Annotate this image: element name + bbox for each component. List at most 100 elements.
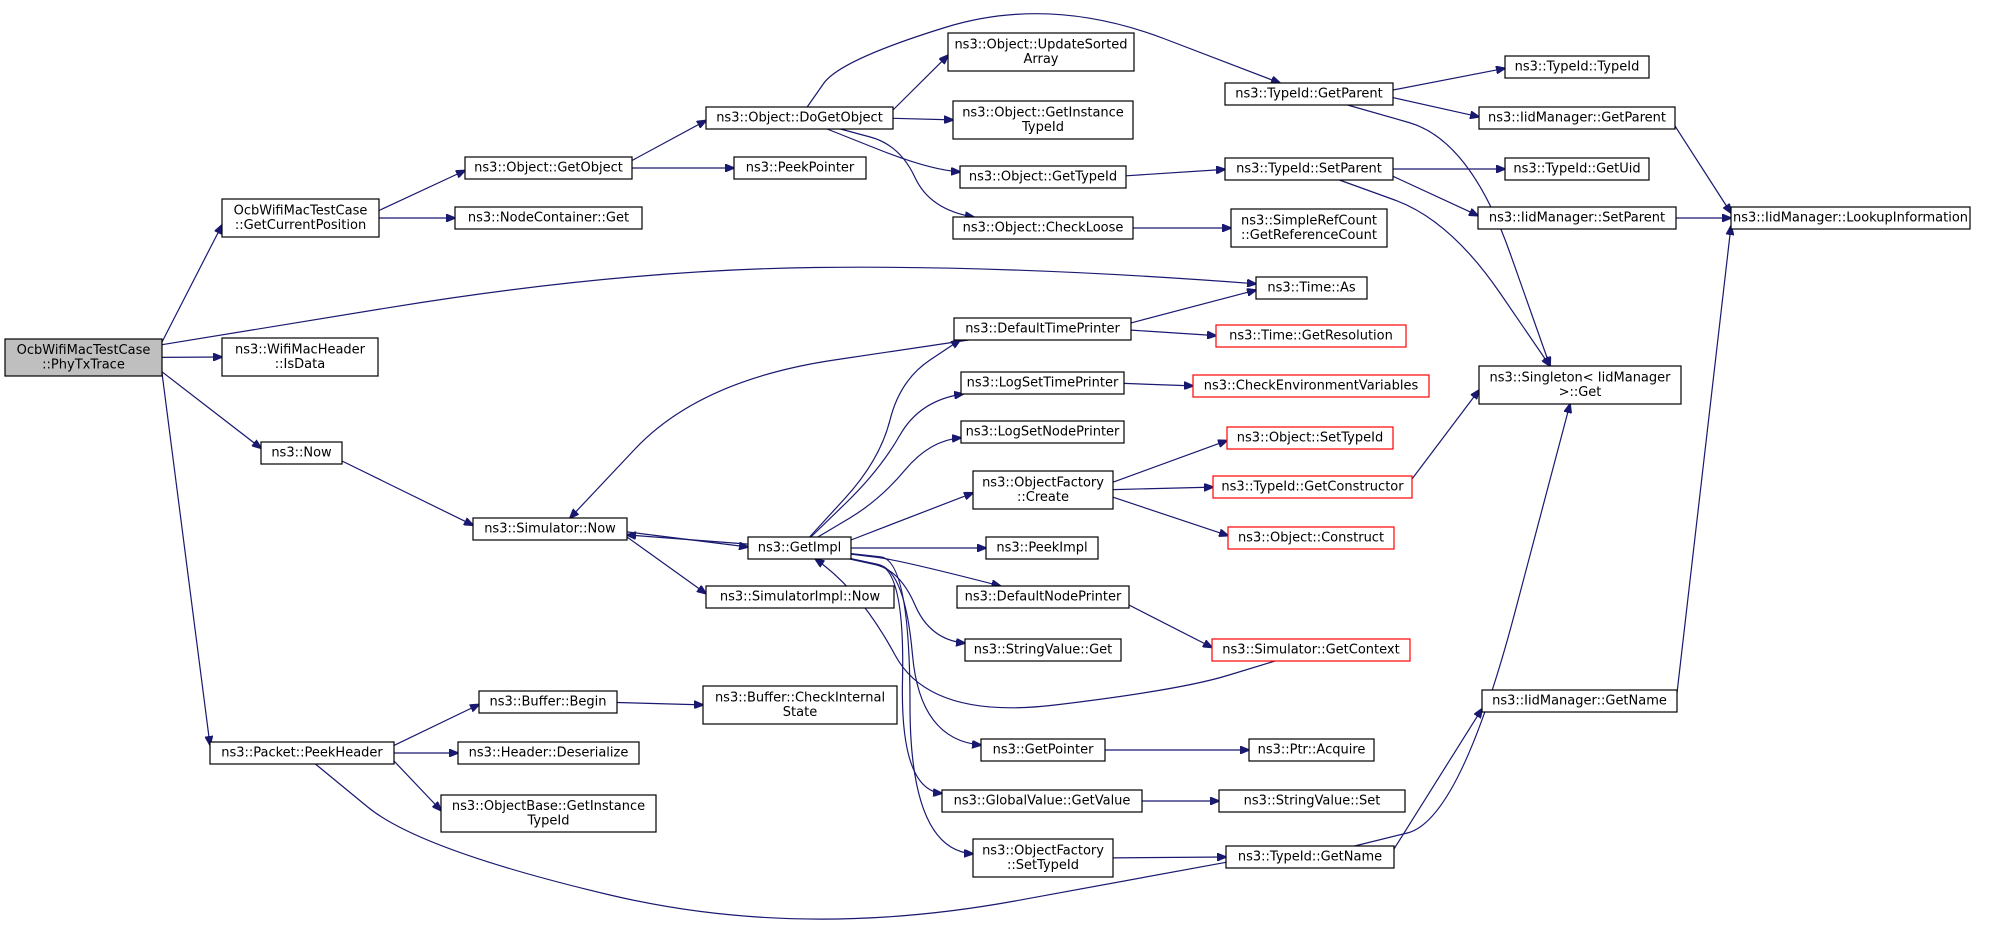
node-box[interactable] (953, 317, 1132, 341)
node-objfactsettype[interactable]: ns3::ObjectFactory::SetTypeId (972, 838, 1114, 878)
node-box[interactable] (1478, 106, 1676, 130)
node-box[interactable] (947, 32, 1135, 72)
node-objfactcreate[interactable]: ns3::ObjectFactory::Create (972, 470, 1114, 510)
node-box[interactable] (4, 338, 163, 377)
node-nodecontainer[interactable]: ns3::NodeContainer::Get (454, 206, 643, 230)
node-objsettypeid[interactable]: ns3::Object::SetTypeId (1226, 426, 1394, 450)
node-box[interactable] (972, 470, 1114, 510)
node-box[interactable] (1212, 475, 1413, 499)
node-typeidgetctor[interactable]: ns3::TypeId::GetConstructor (1212, 475, 1413, 499)
node-box[interactable] (705, 585, 895, 609)
node-defnodeprinter[interactable]: ns3::DefaultNodePrinter (956, 585, 1130, 609)
node-typeidsetparent[interactable]: ns3::TypeId::SetParent (1224, 157, 1394, 181)
node-box[interactable] (1224, 82, 1394, 106)
node-deftimeprinter[interactable]: ns3::DefaultTimePrinter (953, 317, 1132, 341)
node-deserialize[interactable]: ns3::Header::Deserialize (457, 741, 640, 765)
node-simnow[interactable]: ns3::Simulator::Now (472, 517, 628, 541)
node-box[interactable] (972, 838, 1114, 878)
node-box[interactable] (733, 156, 867, 180)
node-ptracquire[interactable]: ns3::Ptr::Acquire (1248, 738, 1375, 762)
node-simplerefcount[interactable]: ns3::SimpleRefCount::GetReferenceCount (1230, 208, 1388, 248)
node-box[interactable] (464, 156, 633, 180)
node-box[interactable] (1215, 324, 1407, 348)
node-bufbegin[interactable]: ns3::Buffer::Begin (478, 690, 618, 714)
node-box[interactable] (1211, 638, 1411, 662)
node-logsetnode[interactable]: ns3::LogSetNodePrinter (960, 420, 1125, 444)
node-timegetres[interactable]: ns3::Time::GetResolution (1215, 324, 1407, 348)
node-box[interactable] (472, 517, 628, 541)
node-box[interactable] (1230, 208, 1388, 248)
node-objgettypeid[interactable]: ns3::Object::GetTypeId (959, 165, 1127, 189)
node-now[interactable]: ns3::Now (260, 441, 343, 465)
node-peekpointer[interactable]: ns3::PeekPointer (733, 156, 867, 180)
node-box[interactable] (960, 420, 1125, 444)
node-box[interactable] (952, 216, 1134, 240)
node-getimpl[interactable]: ns3::GetImpl (747, 536, 852, 560)
node-timeas[interactable]: ns3::Time::As (1255, 276, 1368, 300)
node-objconstruct[interactable]: ns3::Object::Construct (1227, 526, 1395, 550)
node-box[interactable] (478, 690, 618, 714)
node-box[interactable] (221, 337, 379, 377)
node-strvalset[interactable]: ns3::StringValue::Set (1218, 789, 1406, 813)
node-box[interactable] (1477, 206, 1677, 230)
node-box[interactable] (959, 165, 1127, 189)
node-iidsetparent[interactable]: ns3::IidManager::SetParent (1477, 206, 1677, 230)
node-getobject[interactable]: ns3::Object::GetObject (464, 156, 633, 180)
node-logsettime[interactable]: ns3::LogSetTimePrinter (960, 371, 1125, 395)
node-getpointer[interactable]: ns3::GetPointer (980, 738, 1106, 762)
node-box[interactable] (1192, 374, 1430, 398)
node-globalgetvalue[interactable]: ns3::GlobalValue::GetValue (941, 789, 1143, 813)
node-box[interactable] (956, 585, 1130, 609)
node-typeidgetuid[interactable]: ns3::TypeId::GetUid (1504, 157, 1650, 181)
node-isdata[interactable]: ns3::WifiMacHeader::IsData (221, 337, 379, 377)
node-box[interactable] (985, 536, 1099, 560)
node-box[interactable] (1225, 845, 1395, 869)
node-getcurpos[interactable]: OcbWifiMacTestCase::GetCurrentPosition (221, 198, 380, 238)
node-box[interactable] (1481, 689, 1678, 713)
node-box[interactable] (952, 100, 1134, 140)
node-typeidgetname[interactable]: ns3::TypeId::GetName (1225, 845, 1395, 869)
node-dogetobject[interactable]: ns3::Object::DoGetObject (705, 106, 894, 130)
node-box[interactable] (1478, 365, 1682, 405)
node-typeidtypeid[interactable]: ns3::TypeId::TypeId (1504, 55, 1650, 79)
node-box[interactable] (980, 738, 1106, 762)
node-strvalget[interactable]: ns3::StringValue::Get (964, 638, 1122, 662)
node-box[interactable] (209, 741, 395, 765)
node-box[interactable] (1226, 426, 1394, 450)
node-box[interactable] (702, 685, 898, 725)
node-box[interactable] (1504, 157, 1650, 181)
node-singletonget[interactable]: ns3::Singleton< IidManager >::Get (1478, 365, 1682, 405)
node-box[interactable] (454, 206, 643, 230)
node-checkenv[interactable]: ns3::CheckEnvironmentVariables (1192, 374, 1430, 398)
node-box[interactable] (941, 789, 1143, 813)
node-peekheader[interactable]: ns3::Packet::PeekHeader (209, 741, 395, 765)
node-box[interactable] (1504, 55, 1650, 79)
node-typeidgetparent[interactable]: ns3::TypeId::GetParent (1224, 82, 1394, 106)
node-iidgetname[interactable]: ns3::IidManager::GetName (1481, 689, 1678, 713)
node-box[interactable] (221, 198, 380, 238)
node-simgetcontext[interactable]: ns3::Simulator::GetContext (1211, 638, 1411, 662)
node-iidgetparent[interactable]: ns3::IidManager::GetParent (1478, 106, 1676, 130)
node-box[interactable] (440, 794, 657, 833)
node-box[interactable] (260, 441, 343, 465)
node-box[interactable] (960, 371, 1125, 395)
node-box[interactable] (964, 638, 1122, 662)
node-checkloose[interactable]: ns3::Object::CheckLoose (952, 216, 1134, 240)
node-root[interactable]: OcbWifiMacTestCase::PhyTxTrace (4, 338, 163, 377)
node-box[interactable] (705, 106, 894, 130)
node-box[interactable] (1218, 789, 1406, 813)
node-simimplnow[interactable]: ns3::SimulatorImpl::Now (705, 585, 895, 609)
node-box[interactable] (1224, 157, 1394, 181)
node-box[interactable] (1248, 738, 1375, 762)
node-box[interactable] (1227, 526, 1395, 550)
node-box[interactable] (747, 536, 852, 560)
node-peekimpl[interactable]: ns3::PeekImpl (985, 536, 1099, 560)
node-box[interactable] (1730, 206, 1971, 230)
node-box[interactable] (1255, 276, 1368, 300)
node-box[interactable] (457, 741, 640, 765)
node-iidlookup[interactable]: ns3::IidManager::LookupInformation (1730, 206, 1971, 230)
